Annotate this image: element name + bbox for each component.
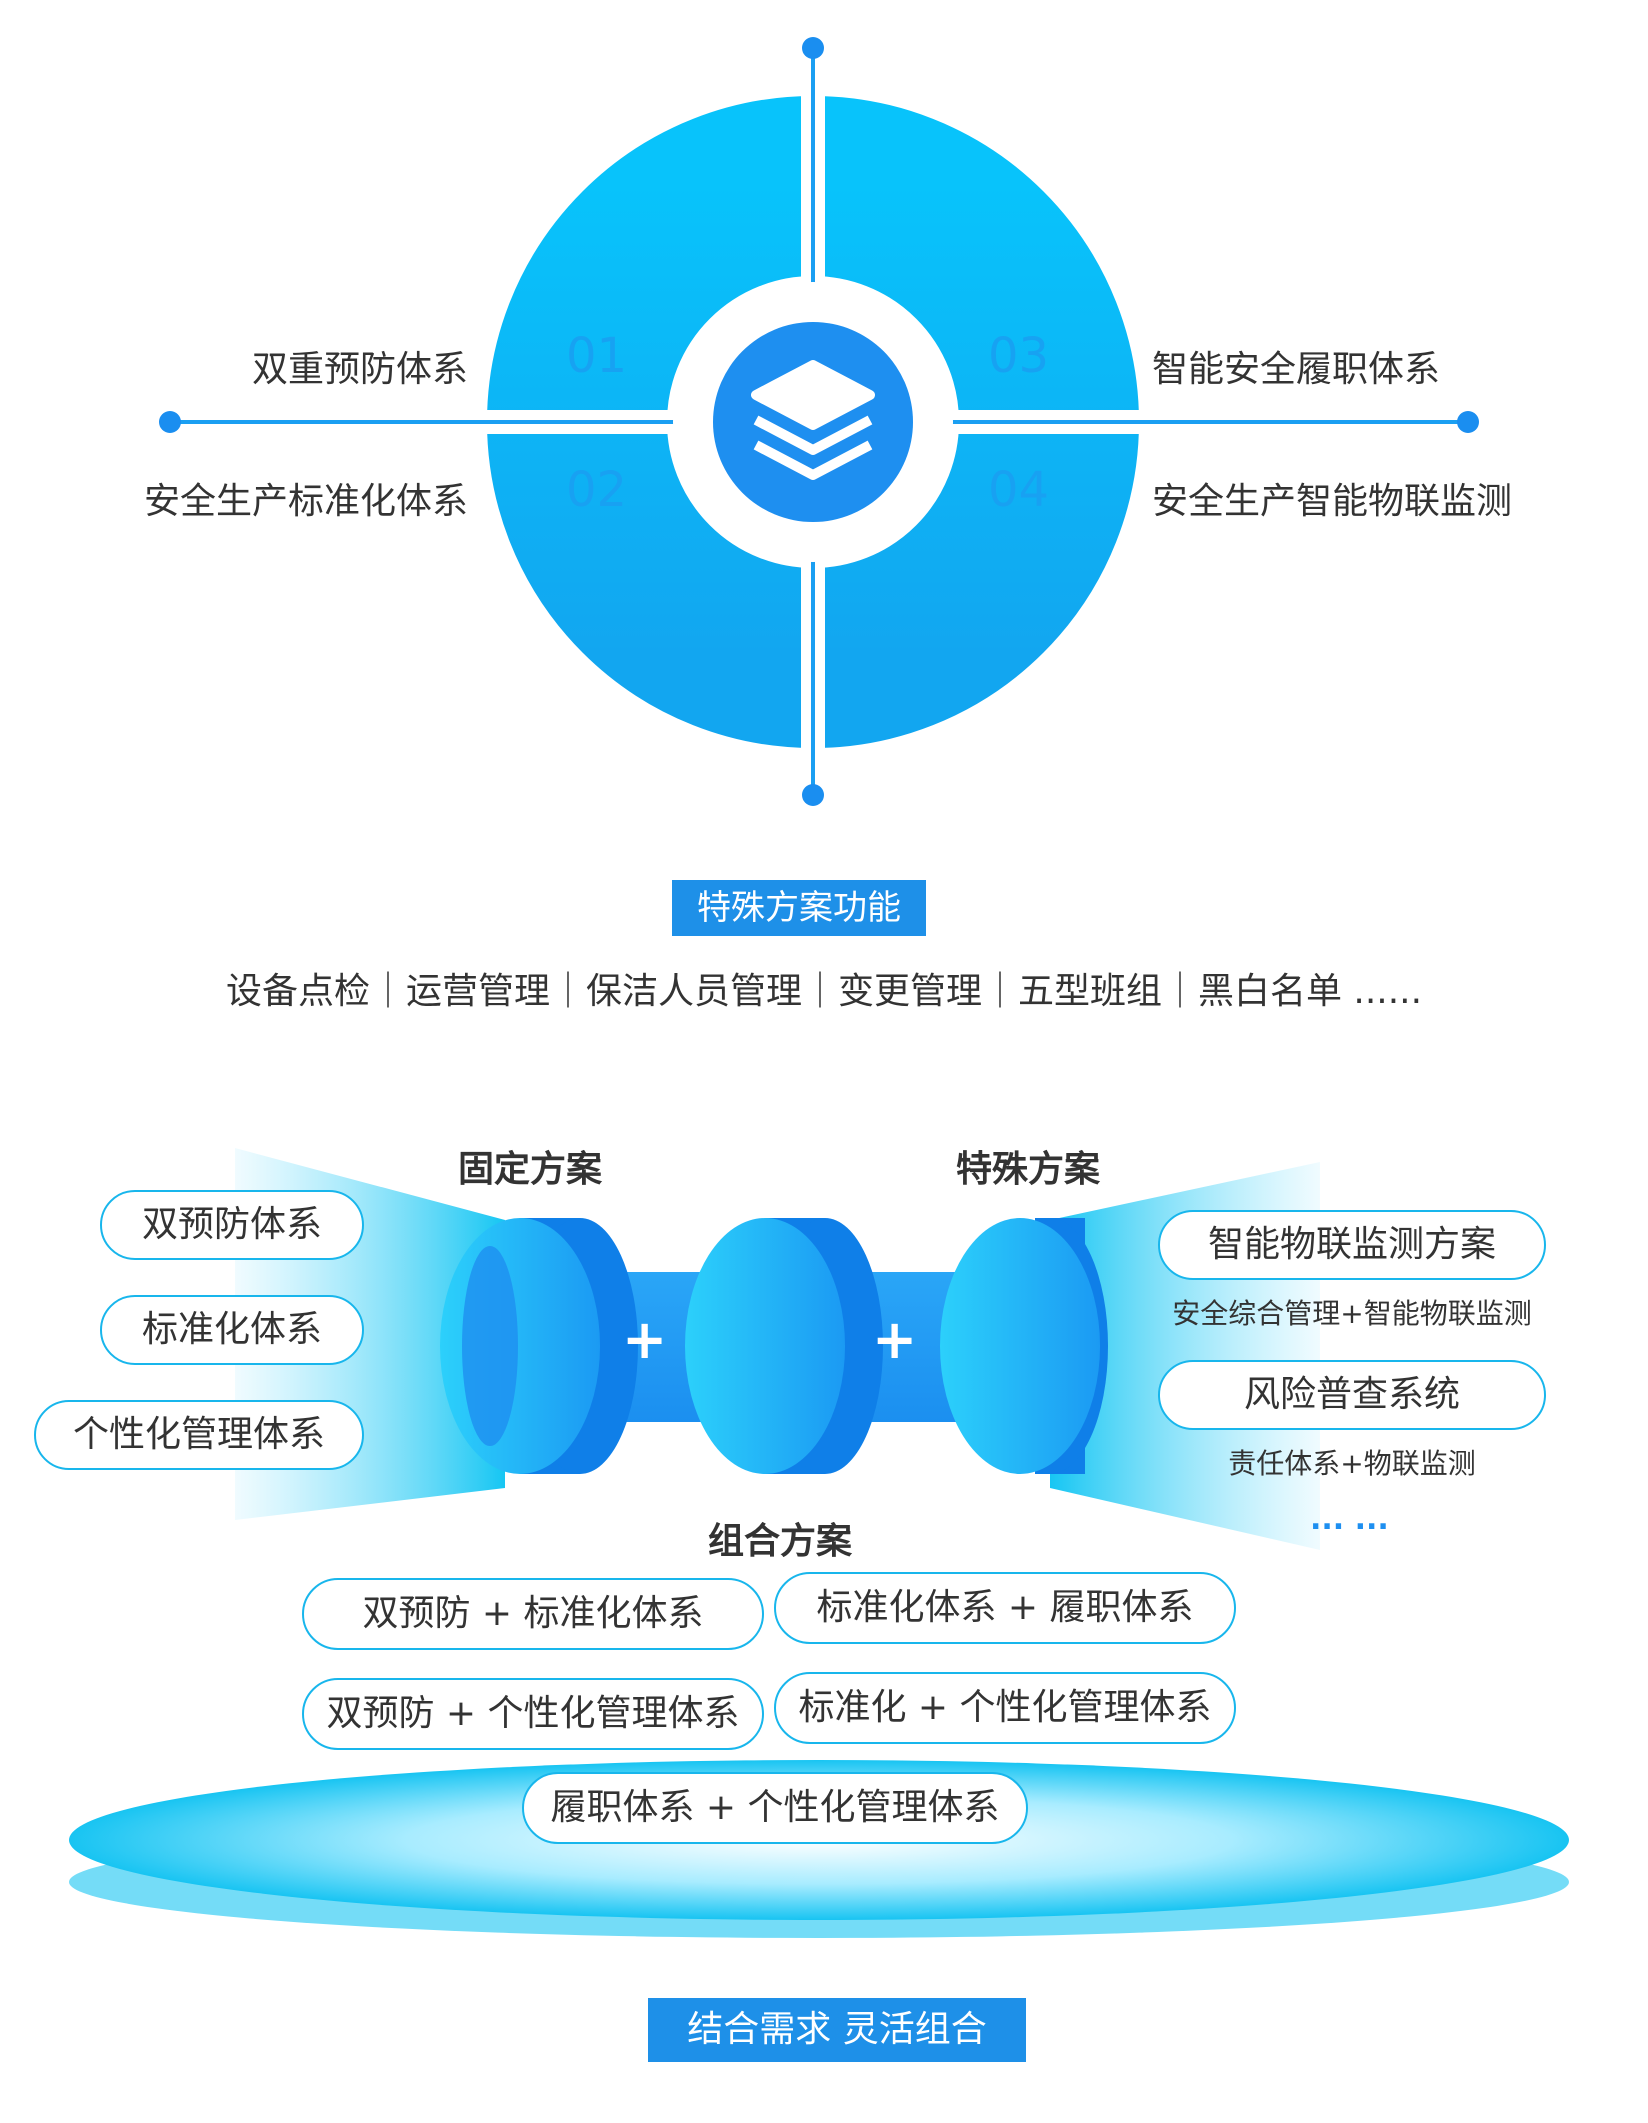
more-ellipsis: ... ... bbox=[1310, 1502, 1389, 1537]
fixed-item: 个性化管理体系 bbox=[34, 1400, 364, 1470]
quadrant-label-04: 安全生产智能物联监测 bbox=[1152, 481, 1513, 522]
combo-item: 双预防 + 个性化管理体系 bbox=[302, 1678, 764, 1750]
combo-plan-title: 组合方案 bbox=[707, 1521, 852, 1562]
axis-dot-bottom bbox=[802, 784, 824, 806]
quadrant-label-02: 安全生产标准化体系 bbox=[143, 481, 468, 522]
cylinder-special bbox=[940, 1218, 1108, 1474]
fixed-item: 标准化体系 bbox=[100, 1295, 364, 1365]
layers-icon bbox=[751, 360, 875, 480]
quadrant-diagram bbox=[159, 37, 1479, 806]
special-item: 智能物联监测方案 bbox=[1158, 1210, 1546, 1280]
fixed-plan-title: 固定方案 bbox=[457, 1149, 602, 1190]
quadrant-label-01: 双重预防体系 bbox=[251, 349, 468, 390]
quadrant-number-02: 02 bbox=[566, 462, 628, 518]
special-plan-title: 特殊方案 bbox=[955, 1149, 1100, 1190]
footer-tag: 结合需求 灵活组合 bbox=[648, 1998, 1026, 2062]
combo-item: 履职体系 + 个性化管理体系 bbox=[522, 1772, 1028, 1844]
plus-sign-1: + bbox=[622, 1308, 668, 1371]
combo-item: 双预防 + 标准化体系 bbox=[302, 1578, 764, 1650]
special-item-sub: 责任体系+物联监测 bbox=[1228, 1447, 1476, 1480]
plus-sign-2: + bbox=[872, 1308, 918, 1371]
cylinder-fixed bbox=[440, 1218, 638, 1474]
cylinder-middle bbox=[685, 1218, 883, 1474]
axis-dot-left bbox=[159, 411, 181, 433]
combo-item: 标准化 + 个性化管理体系 bbox=[774, 1672, 1236, 1744]
quadrant-label-03: 智能安全履职体系 bbox=[1152, 349, 1441, 390]
quadrant-number-04: 04 bbox=[988, 462, 1050, 518]
special-item: 风险普查系统 bbox=[1158, 1360, 1546, 1430]
axis-dot-right bbox=[1457, 411, 1479, 433]
quadrant-number-03: 03 bbox=[988, 328, 1050, 384]
axis-dot-top bbox=[802, 37, 824, 59]
special-item-sub: 安全综合管理+智能物联监测 bbox=[1172, 1297, 1532, 1330]
special-functions-list: 设备点检｜运营管理｜保洁人员管理｜变更管理｜五型班组｜黑白名单 ...... bbox=[225, 971, 1423, 1012]
combo-item: 标准化体系 + 履职体系 bbox=[774, 1572, 1236, 1644]
special-functions-tag: 特殊方案功能 bbox=[672, 880, 926, 936]
fixed-item: 双预防体系 bbox=[100, 1190, 364, 1260]
quadrant-number-01: 01 bbox=[566, 328, 628, 384]
combination-diagram bbox=[69, 1148, 1569, 1938]
